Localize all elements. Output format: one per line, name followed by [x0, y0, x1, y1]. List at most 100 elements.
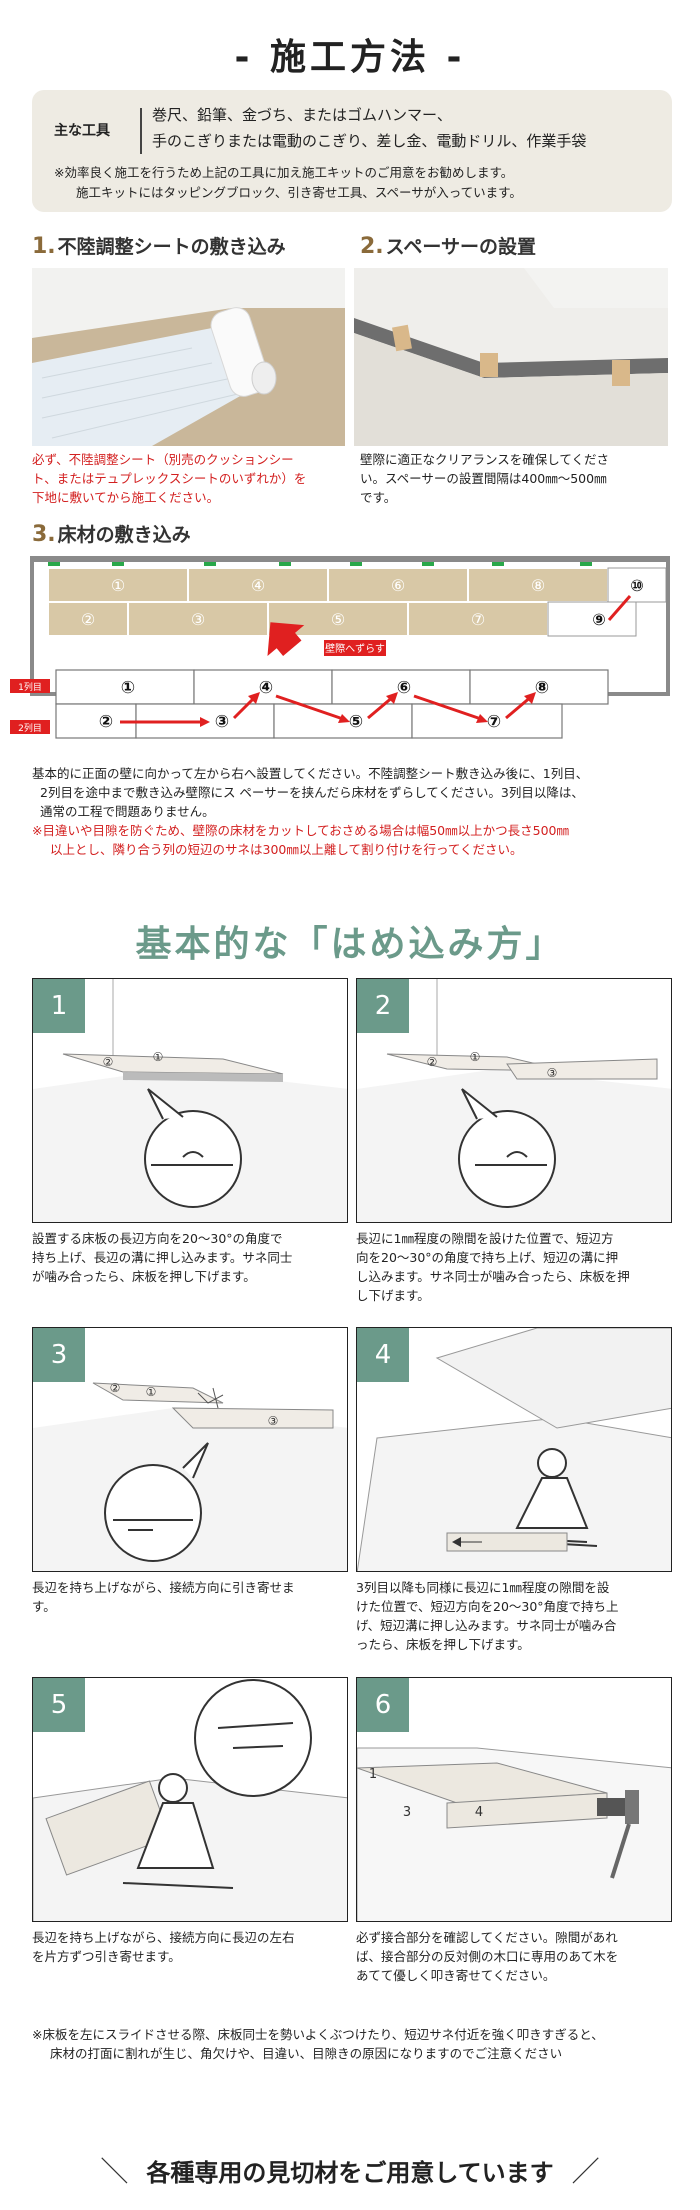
caption-line: す。: [32, 1599, 56, 1614]
order-label: ④: [259, 678, 273, 698]
step1-text-line: ト、またはテュプレックスシートのいずれか）を: [32, 471, 307, 486]
step-badge-4: 4: [357, 1328, 409, 1382]
page-title: - 施工方法 -: [234, 37, 466, 78]
step3-warning: ※目違いや目隙を防ぐため、壁際の床材をカットしておさめる場合は幅50㎜以上かつ長…: [32, 821, 682, 859]
row-label-2: 2列目: [18, 722, 42, 734]
wall-shift-label: 壁際へずらす: [325, 642, 385, 655]
panel-label: ③: [268, 1414, 279, 1428]
panel-label: ①: [153, 1050, 164, 1064]
panel1-caption: 設置する床板の長辺方向を20～30°の角度で 持ち上げ、長辺の溝に押し込みます。…: [32, 1229, 354, 1286]
step2-title: スペーサーの設置: [385, 236, 536, 258]
tools-line-1: 巻尺、鉛筆、金づち、またはゴムハンマー、: [152, 106, 452, 124]
panel-label: ③: [547, 1066, 558, 1080]
caption-line: あてて優しく叩き寄せてください。: [356, 1968, 556, 1983]
step-panel-2: ② ① ③ 2: [356, 978, 672, 1223]
diagram-label: ⑦: [471, 610, 485, 629]
order-label: ②: [99, 712, 113, 732]
step-panel-6: 1 3 4 6: [356, 1677, 672, 1922]
panel6-illustration: 1 3 4: [357, 1747, 671, 1921]
step2-text-line: です。: [360, 490, 397, 505]
tools-note-1: ※効率良く施工を行うため上記の工具に加え施工キットのご用意をお勧めします。: [54, 165, 514, 180]
bottom-note-line: ※床板を左にスライドさせる際、床板同士を勢いよくぶつけたり、短辺サネ付近を強く叩…: [32, 2027, 604, 2042]
step3-text-line: 2列目を途中まで敷き込み壁際にス ペーサーを挟んだら床材をずらしてください。3列…: [40, 785, 584, 800]
underlay-sheet-illustration: [32, 268, 345, 446]
step3-warning-line: ※目違いや目隙を防ぐため、壁際の床材をカットしておさめる場合は幅50㎜以上かつ長…: [32, 823, 569, 838]
caption-line: を片方ずつ引き寄せます。: [32, 1949, 181, 1964]
step3-warning-line: 以上とし、隣り合う列の短辺のサネは300㎜以上離して割り付けを行ってください。: [50, 842, 523, 857]
step-panel-4: 4: [356, 1327, 672, 1572]
diagram-label: ⑨: [592, 610, 606, 629]
tools-note-2: 施工キットにはタッピングブロック、引き寄せ工具、スペーサが入っています。: [76, 185, 522, 200]
panel4-illustration: [357, 1328, 671, 1571]
spacer-illustration: [354, 268, 668, 446]
panel-label: ①: [146, 1385, 157, 1399]
diagram-label: ①: [111, 576, 125, 595]
caption-line: 長辺に1㎜程度の隙間を設けた位置で、短辺方: [356, 1231, 614, 1246]
section2-title: 基本的な「はめ込み方」: [135, 924, 565, 965]
panel-label: 4: [475, 1805, 483, 1820]
caption-line: 長辺を持ち上げながら、接続方向に引き寄せま: [32, 1580, 295, 1595]
step2-text-line: 壁際に適正なクリアランスを確保してくださ: [360, 452, 610, 467]
row-layout-diagram-svg: ① ④ ⑥ ⑧ ② ③ ⑤ ⑦ ⑩ ⑨ 壁際へずらす: [34, 556, 667, 657]
step-panel-3: ② ① ③ 3: [32, 1327, 348, 1572]
order-label: ⑥: [397, 678, 411, 698]
panel6-caption: 必ず接合部分を確認してください。隙間があれ ば、接合部分の反対側の木口に専用のあ…: [356, 1928, 678, 1985]
row-order-diagram-svg: 1列目 2列目 ① ④ ⑥ ⑧ ② ③ ⑤ ⑦: [10, 669, 609, 739]
order-label: ⑧: [535, 678, 549, 698]
row-label-1: 1列目: [18, 681, 42, 693]
diagram-label: ④: [251, 576, 265, 595]
diagram-label: ⑧: [531, 576, 545, 595]
panel-label: ②: [110, 1381, 121, 1395]
bottom-note: ※床板を左にスライドさせる際、床板同士を勢いよくぶつけたり、短辺サネ付近を強く叩…: [32, 2025, 672, 2063]
step3-text: 基本的に正面の壁に向かって左から右へ設置してください。不陸調整シート敷き込み後に…: [32, 764, 682, 821]
step-badge-3: 3: [33, 1328, 85, 1382]
step-panel-5: 5: [32, 1677, 348, 1922]
caption-line: 向を20～30°の角度で持ち上げ、短辺の溝に押: [356, 1250, 619, 1265]
panel2-caption: 長辺に1㎜程度の隙間を設けた位置で、短辺方 向を20～30°の角度で持ち上げ、短…: [356, 1229, 678, 1305]
step1-text-line: 下地に敷いてから施工ください。: [32, 490, 220, 505]
caption-line: 3列目以降も同様に長辺に1㎜程度の隙間を設: [356, 1580, 610, 1595]
caption-line: が噛み合ったら、床板を押し下げます。: [32, 1269, 256, 1284]
tools-divider: [140, 108, 142, 154]
order-label: ①: [121, 678, 135, 698]
step3-number: 3.: [32, 522, 56, 547]
diagram-label: ③: [191, 610, 205, 629]
spacer-photo: [354, 268, 668, 446]
caption-line: げ、短辺溝に押し込みます。サネ同士が噛み合: [356, 1618, 617, 1633]
panel-label: ②: [427, 1055, 438, 1069]
step-badge-5: 5: [33, 1678, 85, 1732]
footer-slash-right: ／: [571, 2155, 600, 2188]
tools-box: 主な工具 巻尺、鉛筆、金づち、またはゴムハンマー、 手のこぎりまたは電動のこぎり…: [32, 90, 672, 212]
underlay-sheet-photo: [32, 268, 345, 446]
caption-line: 持ち上げ、長辺の溝に押し込みます。サネ同士: [32, 1250, 293, 1265]
caption-line: し込みます。サネ同士が噛み合ったら、床板を押: [356, 1269, 630, 1284]
footer-text: 各種専用の見切材をご用意しています: [146, 2159, 554, 2187]
step2-heading: 2.スペーサーの設置: [360, 232, 536, 259]
step-badge-6: 6: [357, 1678, 409, 1732]
step-badge-2: 2: [357, 979, 409, 1033]
caption-line: 必ず接合部分を確認してください。隙間があれ: [356, 1930, 618, 1945]
step1-heading: 1.不陸調整シートの敷き込み: [32, 232, 286, 259]
bottom-note-line: 床材の打面に割れが生じ、角欠けや、目違い、目隙きの原因になりますのでご注意くださ…: [50, 2046, 563, 2061]
step2-number: 2.: [360, 234, 384, 259]
panel-label: 1: [369, 1767, 377, 1782]
panel2-illustration: ② ① ③: [357, 979, 671, 1222]
panel3-caption: 長辺を持ち上げながら、接続方向に引き寄せま す。: [32, 1578, 354, 1616]
step-badge-1: 1: [33, 979, 85, 1033]
step2-text-line: い。スペーサーの設置間隔は400㎜～500㎜: [360, 471, 607, 486]
panel4-caption: 3列目以降も同様に長辺に1㎜程度の隙間を設 けた位置で、短辺方向を20～30°角…: [356, 1578, 678, 1654]
tools-label: 主な工具: [54, 123, 110, 139]
diagram-label: ⑤: [331, 610, 345, 629]
panel-label: 3: [403, 1805, 411, 1820]
step1-title: 不陸調整シートの敷き込み: [57, 236, 286, 258]
tools-line-2: 手のこぎりまたは電動のこぎり、差し金、電動ドリル、作業手袋: [152, 132, 587, 150]
order-label: ⑤: [349, 712, 363, 732]
caption-line: 設置する床板の長辺方向を20～30°の角度で: [32, 1231, 283, 1246]
footer-slash-left: ＼: [100, 2155, 129, 2188]
step3-heading: 3.床材の敷き込み: [32, 520, 191, 547]
footer-banner: ＼ 各種専用の見切材をご用意しています ／: [0, 2150, 700, 2190]
row-order-diagram: 1列目 2列目 ① ④ ⑥ ⑧ ② ③ ⑤ ⑦: [10, 662, 650, 762]
panel-label: ②: [103, 1055, 114, 1069]
diagram-label: ⑩: [630, 576, 644, 595]
order-label: ⑦: [487, 712, 501, 732]
